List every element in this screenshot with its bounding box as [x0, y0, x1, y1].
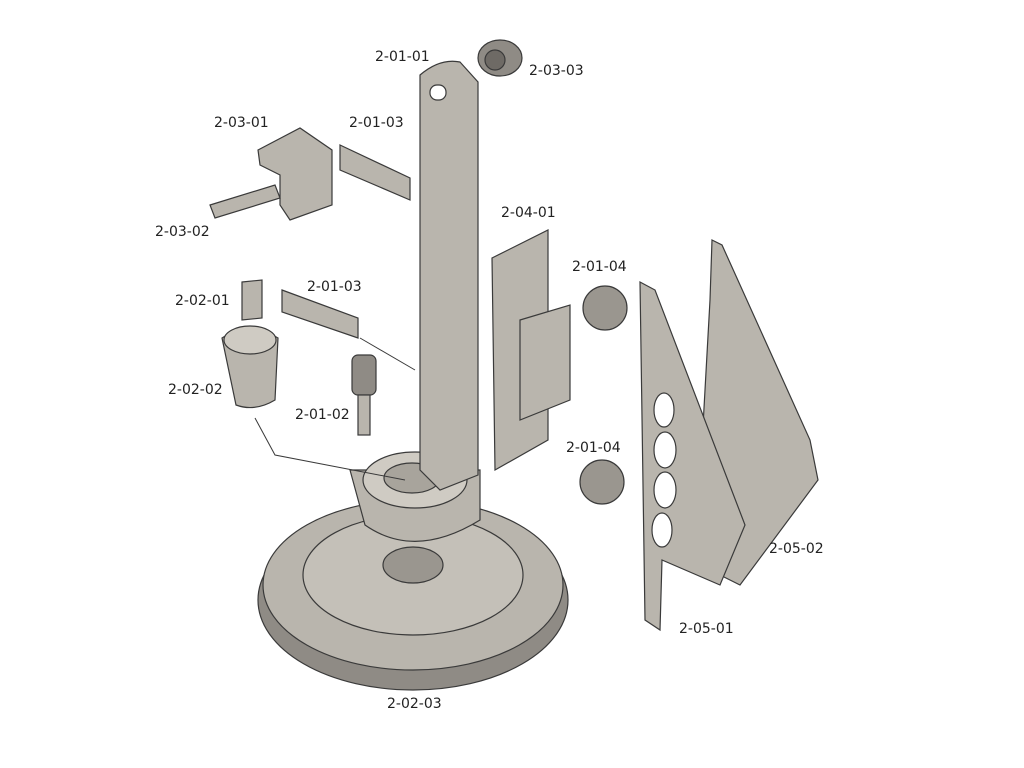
base-disc-part	[257, 499, 569, 691]
label-clamp-screw: 2-03-02	[155, 224, 210, 240]
slider-block-part	[491, 229, 571, 472]
label-wedge: 2-02-01	[175, 293, 230, 309]
wedge-part	[241, 279, 263, 321]
lower-knurled-bushing-part	[579, 459, 625, 505]
label-pin-lower: 2-01-03	[307, 279, 362, 295]
clamp-part	[257, 127, 333, 221]
label-collar: 2-02-02	[168, 382, 223, 398]
top-bushing-part	[477, 39, 523, 77]
label-slider-block: 2-04-01	[501, 205, 556, 221]
upper-knurled-bushing-part	[582, 285, 628, 331]
label-column: 2-01-01	[375, 49, 430, 65]
label-pin-upper: 2-01-03	[349, 115, 404, 131]
label-knurled-screw: 2-01-02	[295, 407, 350, 423]
knurled-screw-part	[351, 354, 377, 436]
front-plate-part	[639, 280, 746, 632]
label-bushing-top: 2-03-03	[529, 63, 584, 79]
label-knurled-upper: 2-01-04	[572, 259, 627, 275]
label-base-disc: 2-02-03	[387, 696, 442, 712]
lower-pin-part	[281, 289, 359, 339]
label-knurled-lower: 2-01-04	[566, 440, 621, 456]
collar-part	[221, 325, 279, 409]
label-plate-back: 2-05-02	[769, 541, 824, 557]
label-clamp: 2-03-01	[214, 115, 269, 131]
column-collar-part	[349, 451, 481, 542]
upper-pin-part	[339, 144, 411, 201]
column-part	[419, 60, 479, 491]
label-plate-front: 2-05-01	[679, 621, 734, 637]
leader-lines	[254, 337, 416, 481]
clamp-screw-part	[209, 184, 281, 219]
